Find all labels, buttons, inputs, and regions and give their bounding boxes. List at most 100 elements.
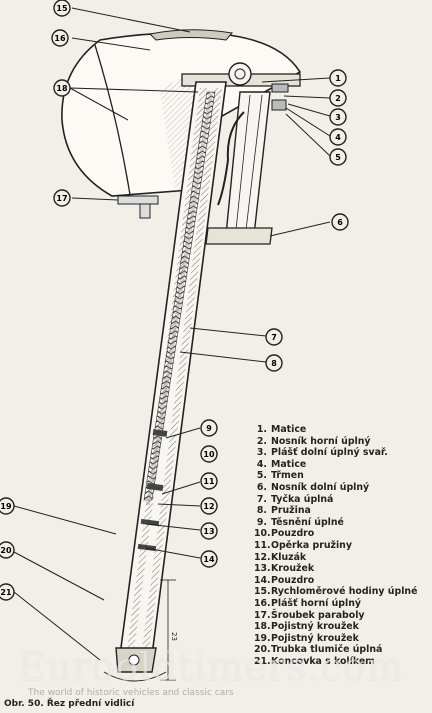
part-number: 13.: [254, 563, 271, 575]
parts-legend-item: 6. Nosník dolní úplný: [254, 482, 429, 494]
callout-1: 1: [329, 69, 347, 87]
part-number: 7.: [256, 493, 267, 505]
callout-12: 12: [200, 497, 218, 515]
parts-legend-item: 21.Koncovka s kolíkem: [254, 656, 429, 668]
part-number: 17.: [254, 609, 271, 621]
handlebar-clamp: [228, 62, 252, 86]
part-name: Kroužek: [271, 563, 315, 575]
callout-9: 9: [200, 419, 218, 437]
parts-legend-item: 15.Rychloměrové hodiny úplné: [254, 586, 429, 598]
nut-4: [271, 99, 287, 111]
svg-text:8: 8: [271, 359, 277, 368]
callout-16: 16: [51, 29, 69, 47]
parts-legend-item: 1. Matice: [254, 424, 429, 436]
svg-text:19: 19: [0, 502, 12, 511]
callout-7: 7: [265, 328, 283, 346]
part-name: Pojistný kroužek: [271, 621, 359, 633]
callout-2: 2: [329, 89, 347, 107]
part-name: Nosník dolní úplný: [271, 481, 370, 493]
svg-text:3: 3: [335, 113, 341, 122]
callout-5: 5: [329, 148, 347, 166]
part-name: Matice: [271, 424, 307, 435]
callout-21: 21: [0, 583, 15, 601]
svg-text:10: 10: [203, 450, 215, 459]
callout-11: 11: [200, 472, 218, 490]
part-name: Matice: [271, 458, 307, 470]
callout-13: 13: [200, 522, 218, 540]
part-number: 4.: [256, 458, 267, 470]
part-number: 2.: [256, 435, 267, 447]
callout-18: 18: [53, 79, 71, 97]
svg-text:11: 11: [203, 477, 215, 486]
lower-yoke: [205, 227, 273, 245]
callout-markers: 15 16 18 17 1 2 3 4 5 6 7 8 9 10 11 12 1…: [0, 0, 349, 601]
svg-text:6: 6: [337, 218, 343, 227]
part-name: Pojistný kroužek: [271, 632, 359, 644]
part-number: 9.: [256, 516, 267, 528]
part-number: 14.: [254, 574, 271, 586]
parts-legend-item: 3. Plášť dolní úplný svař.: [254, 447, 429, 459]
callout-6: 6: [331, 213, 349, 231]
headlamp-rim: [94, 44, 131, 196]
part-name: Pouzdro: [271, 574, 315, 586]
part-name: Opěrka pružiny: [271, 539, 352, 551]
part-name: Pružina: [271, 505, 311, 517]
parts-legend-item: 19.Pojistný kroužek: [254, 633, 429, 645]
part-number: 16.: [254, 597, 271, 609]
part-name: Rychloměrové hodiny úplné: [271, 586, 418, 598]
part-name: Tyčka úplná: [271, 493, 334, 505]
svg-text:9: 9: [206, 424, 212, 433]
parts-legend: 1. Matice 2. Nosník horní úplný 3. Plášť doln…: [254, 424, 429, 667]
spring-coil: [143, 91, 216, 501]
part-number: 5.: [256, 470, 267, 482]
part-name: Plášť horní úplný: [271, 597, 362, 609]
svg-text:18: 18: [56, 84, 68, 93]
speedometer-housing: [148, 29, 233, 41]
parabola-screw: [117, 195, 159, 205]
dimension-label: 23: [170, 632, 178, 641]
callout-19: 19: [0, 497, 15, 515]
svg-text:14: 14: [203, 555, 215, 564]
svg-text:20: 20: [0, 546, 12, 555]
parts-legend-item: 16.Plášť horní úplný: [254, 598, 429, 610]
part-number: 6.: [256, 481, 267, 493]
parts-legend-item: 13.Kroužek: [254, 563, 429, 575]
part-number: 15.: [254, 586, 271, 598]
callout-20: 20: [0, 541, 15, 559]
svg-text:12: 12: [203, 502, 214, 511]
part-number: 3.: [256, 447, 267, 459]
part-number: 18.: [254, 621, 271, 633]
svg-text:2: 2: [335, 94, 341, 103]
svg-text:7: 7: [271, 333, 277, 342]
callout-3: 3: [329, 108, 347, 126]
part-name: Šroubek paraboly: [271, 609, 365, 621]
part-name: Nosník horní úplný: [271, 435, 371, 447]
callout-17: 17: [53, 189, 71, 207]
part-number: 20.: [254, 644, 271, 656]
part-name: Třmen: [271, 470, 304, 482]
parts-legend-item: 12.Kluzák: [254, 552, 429, 564]
parts-legend-item: 11.Opěrka pružiny: [254, 540, 429, 552]
part-name: Plášť dolní úplný svař.: [271, 447, 388, 459]
callout-4: 4: [329, 128, 347, 146]
svg-text:4: 4: [335, 133, 341, 142]
figure-caption: Obr. 50. Řez přední vidlicí: [4, 699, 135, 709]
damper-rod: [146, 92, 213, 505]
svg-text:13: 13: [203, 527, 214, 536]
parts-legend-item: 9.Těsnění úplné: [254, 517, 429, 529]
parts-legend-item: 17.Šroubek paraboly: [254, 610, 429, 622]
part-name: Kluzák: [271, 551, 307, 563]
part-name: Pouzdro: [271, 528, 315, 540]
svg-text:5: 5: [335, 153, 341, 162]
part-name: Trubka tlumiče úplná: [271, 644, 383, 656]
part-number: 8.: [256, 505, 267, 517]
nut-1: [271, 83, 289, 93]
part-number: 1.: [256, 424, 267, 435]
svg-text:17: 17: [56, 194, 67, 203]
parts-legend-item: 2. Nosník horní úplný: [254, 436, 429, 448]
part-number: 10.: [254, 528, 271, 540]
parts-legend-item: 10.Pouzdro: [254, 528, 429, 540]
parts-legend-item: 4. Matice: [254, 459, 429, 471]
svg-text:21: 21: [0, 588, 12, 597]
